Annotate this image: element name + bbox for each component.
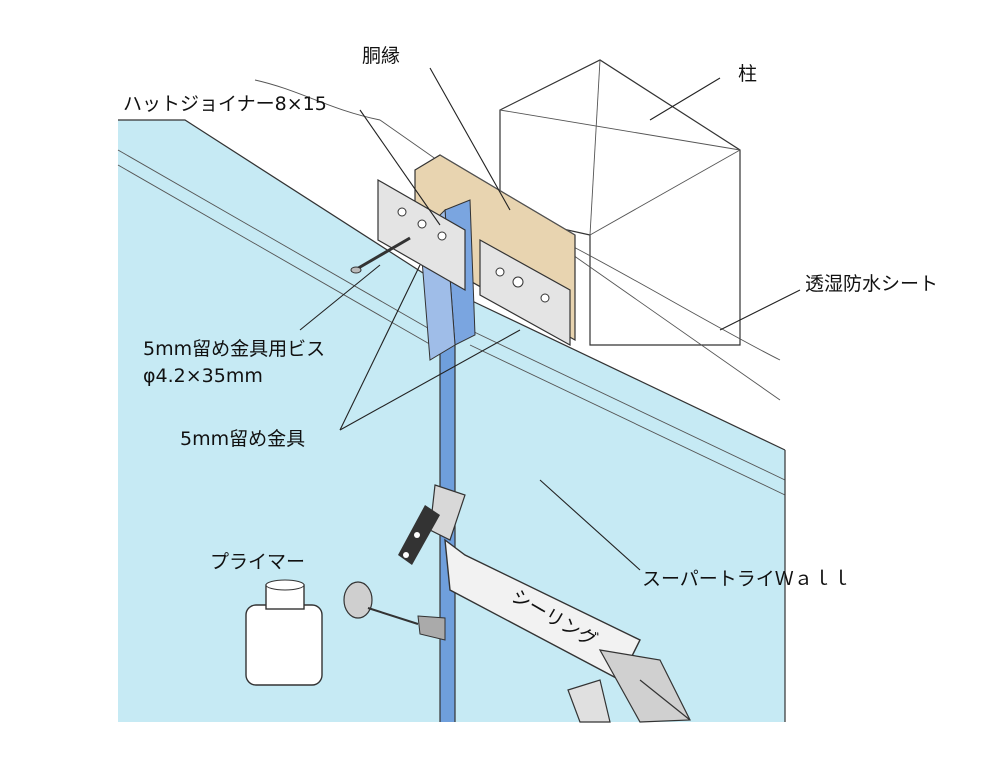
label-bracket: 5mm留め金具: [180, 428, 305, 450]
label-screw-line1: 5mm留め金具用ビス: [143, 338, 325, 360]
leader-lines: [299, 67, 801, 571]
moisture-sheet: [254, 79, 781, 401]
caulking-gun-icon: [444, 538, 691, 723]
label-column: 柱: [738, 63, 757, 85]
label-sill: 胴縁: [362, 45, 400, 67]
bracket-left: [377, 178, 466, 292]
bracket-right: [479, 238, 571, 347]
screw: [350, 236, 411, 274]
label-moisture-sheet: 透湿防水シート: [805, 273, 938, 295]
label-screw-line2: φ4.2×35mm: [143, 365, 263, 387]
label-primer: プライマー: [210, 551, 305, 573]
spatula-icon: [398, 484, 466, 565]
wall-panel-left: [117, 119, 466, 722]
primer-bottle-icon: [245, 579, 323, 686]
label-wall-panel: スーパートライＷａｌｌ: [642, 568, 851, 590]
label-hat-joiner: ハットジョイナー8×15: [123, 93, 327, 115]
brush-icon: [343, 581, 446, 641]
